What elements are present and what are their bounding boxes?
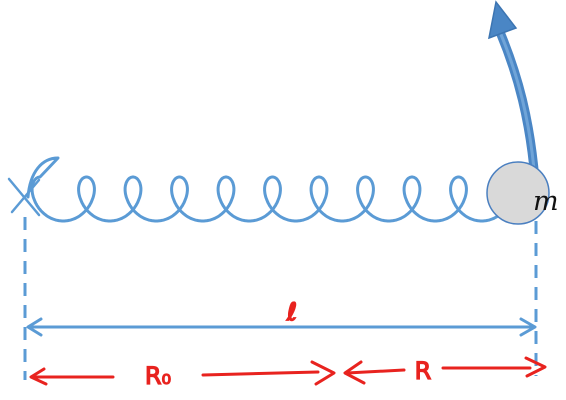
extension-label: R	[415, 357, 432, 385]
fixed-point-cross	[7, 177, 41, 217]
velocity-arrowhead	[488, 0, 518, 40]
mass: m	[486, 161, 559, 225]
mass-ball	[486, 161, 550, 225]
velocity-arrow-shaft-highlight	[498, 30, 537, 182]
velocity-arrow	[488, 0, 540, 185]
velocity-arrow-shaft	[495, 27, 540, 185]
natural-length-label: R₀	[145, 362, 171, 390]
natural-length-segment: R₀	[29, 360, 336, 391]
extension-segment: R	[343, 356, 547, 386]
coil-spring	[26, 156, 515, 223]
mass-label: m	[533, 186, 559, 217]
total-length-label: ℓ	[286, 298, 297, 326]
total-length-dimension	[26, 317, 537, 337]
